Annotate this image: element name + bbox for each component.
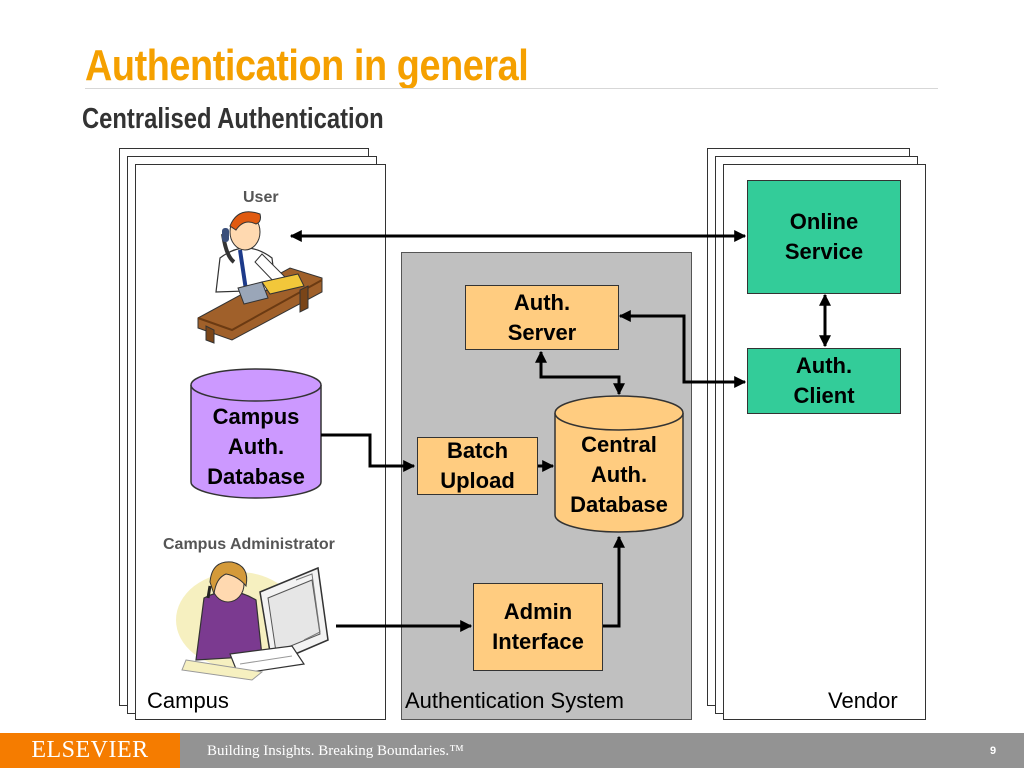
campus-db-line2: Auth.: [227, 434, 285, 459]
batch-upload-line1: Batch: [446, 438, 509, 463]
central-db-line2: Auth.: [590, 462, 648, 487]
online-service-line2: Service: [784, 239, 864, 264]
admin-interface-central-db-arrow: [603, 535, 625, 628]
user-label: User: [243, 189, 279, 206]
admin-interface-line2: Interface: [492, 629, 584, 654]
slide-title: Authentication in general: [85, 41, 529, 90]
campus-db-cylinder: [190, 368, 322, 499]
central-db-line3: Database: [570, 492, 668, 517]
central-db-line1: Central: [581, 432, 657, 457]
admin-clipart: [176, 561, 329, 681]
user-clipart: [197, 211, 323, 344]
admin-interface-line1: Admin: [503, 599, 573, 624]
batch-upload-line2: Upload: [440, 468, 515, 493]
auth-client-box: Auth. Client: [747, 348, 901, 414]
campus-db-batch-upload-arrow: [321, 433, 416, 472]
online-service-line1: Online: [789, 209, 859, 234]
auth-system-panel-label: Authentication System: [405, 688, 624, 713]
footer-tagline: Building Insights. Breaking Boundaries.™: [207, 743, 464, 759]
campus-panel-label: Campus: [147, 688, 229, 713]
campus-db-line3: Database: [207, 464, 305, 489]
auth-server-central-db-arrow: [535, 350, 625, 396]
auth-server-line1: Auth.: [513, 289, 571, 315]
page-number: 9: [990, 745, 997, 757]
campus-db-line1: Campus: [212, 404, 300, 429]
auth-server-auth-client-arrow: [618, 310, 747, 388]
auth-client-line1: Auth.: [795, 353, 853, 378]
title-underline: [85, 88, 938, 89]
auth-server-box: Auth. Server: [465, 285, 619, 350]
central-db-cylinder: [554, 395, 684, 533]
elsevier-logo: ELSEVIER: [0, 733, 180, 768]
vendor-panel-label: Vendor: [828, 688, 898, 713]
campus-admin-label: Campus Administrator: [163, 536, 335, 553]
slide-subtitle: Centralised Authentication: [82, 103, 384, 135]
auth-client-line2: Client: [793, 383, 855, 408]
auth-server-line2: Server: [507, 319, 577, 345]
